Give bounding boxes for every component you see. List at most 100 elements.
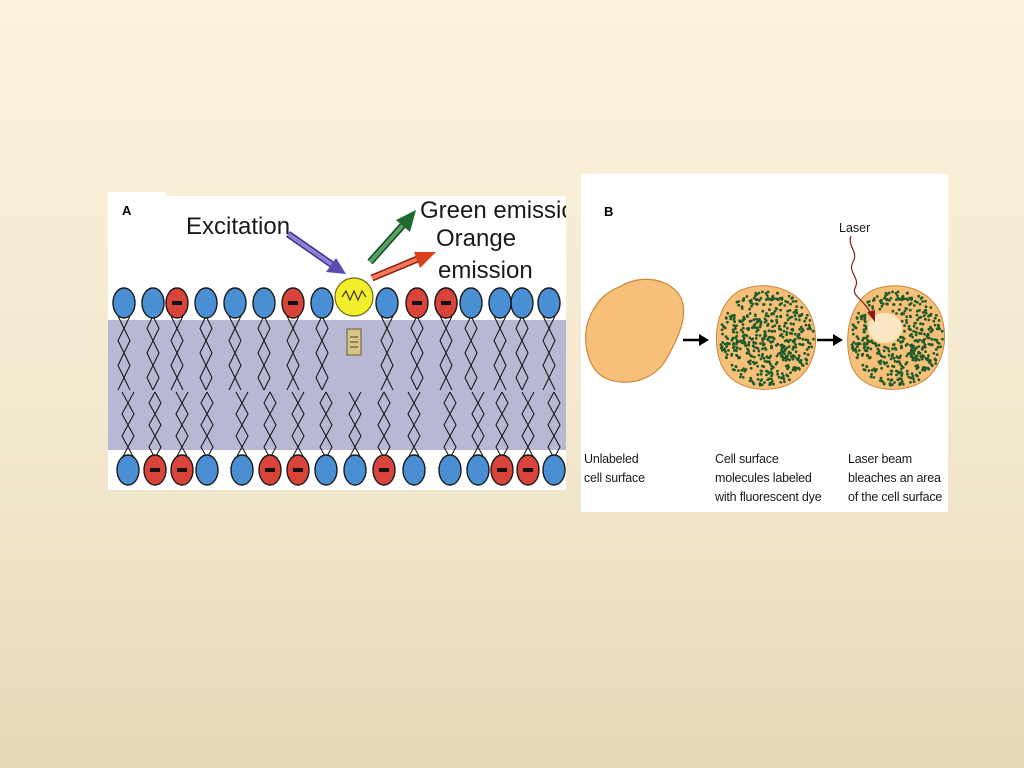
dye-dot	[929, 314, 932, 317]
dye-dot	[793, 314, 797, 318]
dye-dot	[790, 315, 793, 319]
dye-dot	[855, 316, 859, 320]
dye-dot	[726, 341, 729, 345]
dye-dot	[745, 334, 749, 338]
dye-dot	[735, 334, 739, 338]
dye-dot	[761, 364, 764, 368]
dye-dot	[788, 331, 792, 335]
dye-dot	[765, 298, 768, 301]
dye-dot	[852, 348, 856, 351]
dye-dot	[767, 360, 771, 364]
dye-dot	[809, 327, 812, 331]
lipid-tail	[241, 391, 249, 459]
dye-dot	[910, 333, 913, 336]
dye-dot	[867, 340, 871, 344]
dye-dot	[748, 307, 751, 311]
dye-dot	[895, 294, 899, 297]
dye-dot	[731, 328, 735, 332]
dye-dot	[926, 366, 930, 370]
fluorescent-dots-cell2	[719, 290, 815, 387]
dye-dot	[901, 382, 905, 386]
unlabeled-cell	[585, 278, 685, 383]
dye-dot	[799, 314, 803, 317]
dye-dot	[770, 346, 773, 350]
dye-dot	[906, 372, 909, 376]
dye-dot	[871, 305, 875, 308]
dye-dot	[913, 322, 916, 325]
dye-dot	[857, 311, 860, 315]
lipid-tail	[257, 315, 265, 391]
dye-dot	[776, 291, 780, 295]
dye-dot	[907, 324, 911, 328]
dye-dot	[725, 353, 729, 356]
dye-dot	[778, 324, 781, 328]
dye-dot	[786, 367, 789, 371]
lipid-head	[252, 287, 276, 319]
lipid-tail	[495, 391, 503, 459]
negative-charge-icon	[379, 468, 389, 472]
lipid-head	[459, 287, 483, 319]
dye-dot	[775, 354, 779, 358]
dye-dot	[751, 360, 755, 364]
dye-dot	[914, 330, 918, 334]
dye-dot	[756, 347, 760, 350]
dye-dot	[776, 298, 780, 302]
dye-dot	[766, 378, 770, 382]
dye-dot	[886, 364, 890, 368]
dye-dot	[761, 339, 764, 342]
dye-dot	[754, 291, 758, 295]
dye-dot	[719, 343, 723, 346]
dye-dot	[907, 375, 911, 379]
dye-dot	[761, 290, 764, 294]
dye-dot	[920, 327, 924, 331]
dye-dot	[760, 354, 764, 358]
dye-dot	[909, 355, 913, 358]
dye-dot	[894, 291, 898, 295]
dye-dot	[889, 296, 893, 300]
dye-dot	[763, 359, 767, 363]
dye-dot	[763, 381, 766, 384]
dye-dot	[875, 295, 879, 298]
dye-dot	[749, 376, 753, 380]
dye-dot	[748, 379, 752, 383]
dye-dot	[772, 312, 776, 316]
dye-dot	[913, 299, 917, 303]
dye-dot	[864, 327, 868, 331]
dye-dot	[742, 367, 746, 371]
dye-dot	[773, 309, 777, 313]
panel-a-membrane-diagram: Excitation Green emission Orange emissio…	[108, 192, 566, 490]
dye-dot	[733, 313, 736, 317]
dye-dot	[758, 383, 762, 387]
dye-dot	[806, 338, 810, 342]
dye-dot	[905, 318, 908, 322]
dye-dot	[801, 337, 805, 341]
dye-dot	[755, 333, 758, 337]
dye-dot	[792, 366, 796, 370]
dye-dot	[759, 357, 763, 361]
dye-dot	[885, 302, 888, 306]
dye-dot	[937, 319, 941, 322]
dye-dot	[854, 326, 858, 330]
dye-dot	[730, 314, 734, 317]
lipid-tail	[515, 315, 523, 391]
dye-dot	[906, 298, 910, 302]
dye-dot	[770, 340, 774, 344]
dye-dot	[921, 345, 925, 349]
dye-dot	[783, 322, 787, 325]
dye-dot	[923, 308, 927, 312]
dye-dot	[766, 370, 769, 373]
dye-dot	[768, 308, 771, 312]
dye-dot	[876, 347, 880, 351]
dye-dot	[720, 323, 724, 327]
lipid-tails-top	[117, 315, 556, 391]
lipid-heads-top	[112, 287, 561, 319]
dye-dot	[735, 331, 739, 334]
dye-dot	[757, 349, 761, 353]
dye-dot	[900, 364, 903, 368]
dye-dot	[869, 375, 873, 379]
dye-dot	[904, 344, 908, 347]
dye-dot	[786, 318, 790, 322]
dye-dot	[762, 356, 766, 360]
dye-dot	[909, 315, 912, 319]
dye-dot	[928, 359, 932, 362]
